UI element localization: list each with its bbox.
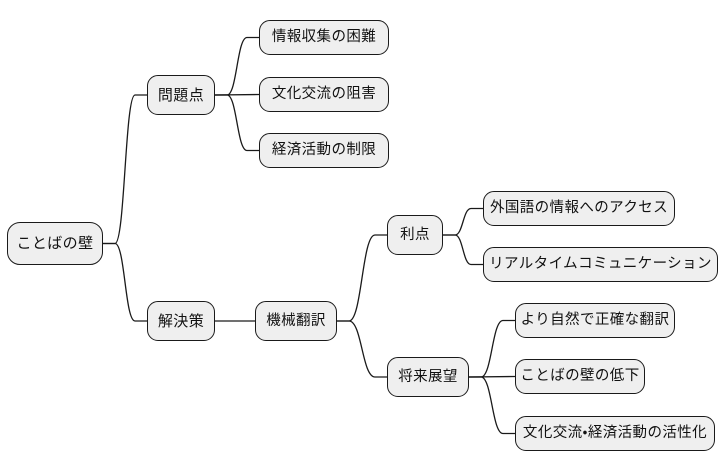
edge-root-to-n1 — [102, 94, 148, 245]
mindmap-node-n4b[interactable]: ことばの壁の低下 — [515, 359, 645, 394]
edge-n4-to-n4a — [468, 319, 516, 378]
mindmap-node-n4c[interactable]: 文化交流・経済活動の活性化 — [515, 416, 715, 451]
mindmap-node-n1c[interactable]: 経済活動の制限 — [259, 133, 389, 168]
mindmap-node-n2[interactable]: 解決策 — [147, 301, 215, 341]
mindmap-node-n3b[interactable]: リアルタイムコミュニケーション — [483, 247, 718, 282]
mindmap-node-n1a[interactable]: 情報収集の困難 — [259, 20, 389, 55]
node-label: 将来展望 — [398, 368, 458, 385]
edge-n1-to-n1a — [214, 36, 260, 96]
mindmap-node-n4a[interactable]: より自然で正確な翻訳 — [515, 303, 675, 338]
mindmap-node-n2a[interactable]: 機械翻訳 — [255, 301, 337, 341]
node-label: 外国語の情報へのアクセス — [489, 200, 669, 217]
edge-n3-to-n3b — [442, 234, 484, 266]
node-label: 機械翻訳 — [266, 312, 326, 329]
edge-n1-to-n1c — [214, 94, 260, 152]
node-label: 文化交流の阻害 — [271, 86, 377, 103]
node-label: ことばの壁 — [16, 234, 94, 252]
node-label: 解決策 — [157, 311, 205, 330]
mindmap-node-n4[interactable]: 将来展望 — [387, 357, 469, 397]
node-label: ことばの壁の低下 — [520, 368, 640, 385]
mindmap-node-n3a[interactable]: 外国語の情報へのアクセス — [483, 191, 675, 226]
node-label: リアルタイムコミュニケーション — [489, 256, 712, 273]
edge-n3-to-n3a — [442, 207, 484, 236]
mindmap-node-n3[interactable]: 利点 — [387, 215, 443, 255]
edge-n4-to-n4c — [468, 376, 516, 435]
node-label: 経済活動の制限 — [271, 142, 377, 159]
mindmap-node-n1b[interactable]: 文化交流の阻害 — [259, 77, 389, 112]
edge-n2a-to-n4 — [336, 320, 388, 378]
node-label: 利点 — [400, 226, 430, 243]
node-label: 文化交流・経済活動の活性化 — [522, 425, 708, 442]
mindmap-root-node[interactable]: ことばの壁 — [7, 222, 103, 265]
edge-n2a-to-n3 — [336, 234, 388, 322]
node-label: より自然で正確な翻訳 — [520, 312, 670, 329]
mindmap-node-n1[interactable]: 問題点 — [147, 75, 215, 115]
edge-root-to-n2 — [102, 242, 148, 322]
node-label: 問題点 — [157, 85, 205, 104]
node-label: 情報収集の困難 — [271, 29, 377, 46]
